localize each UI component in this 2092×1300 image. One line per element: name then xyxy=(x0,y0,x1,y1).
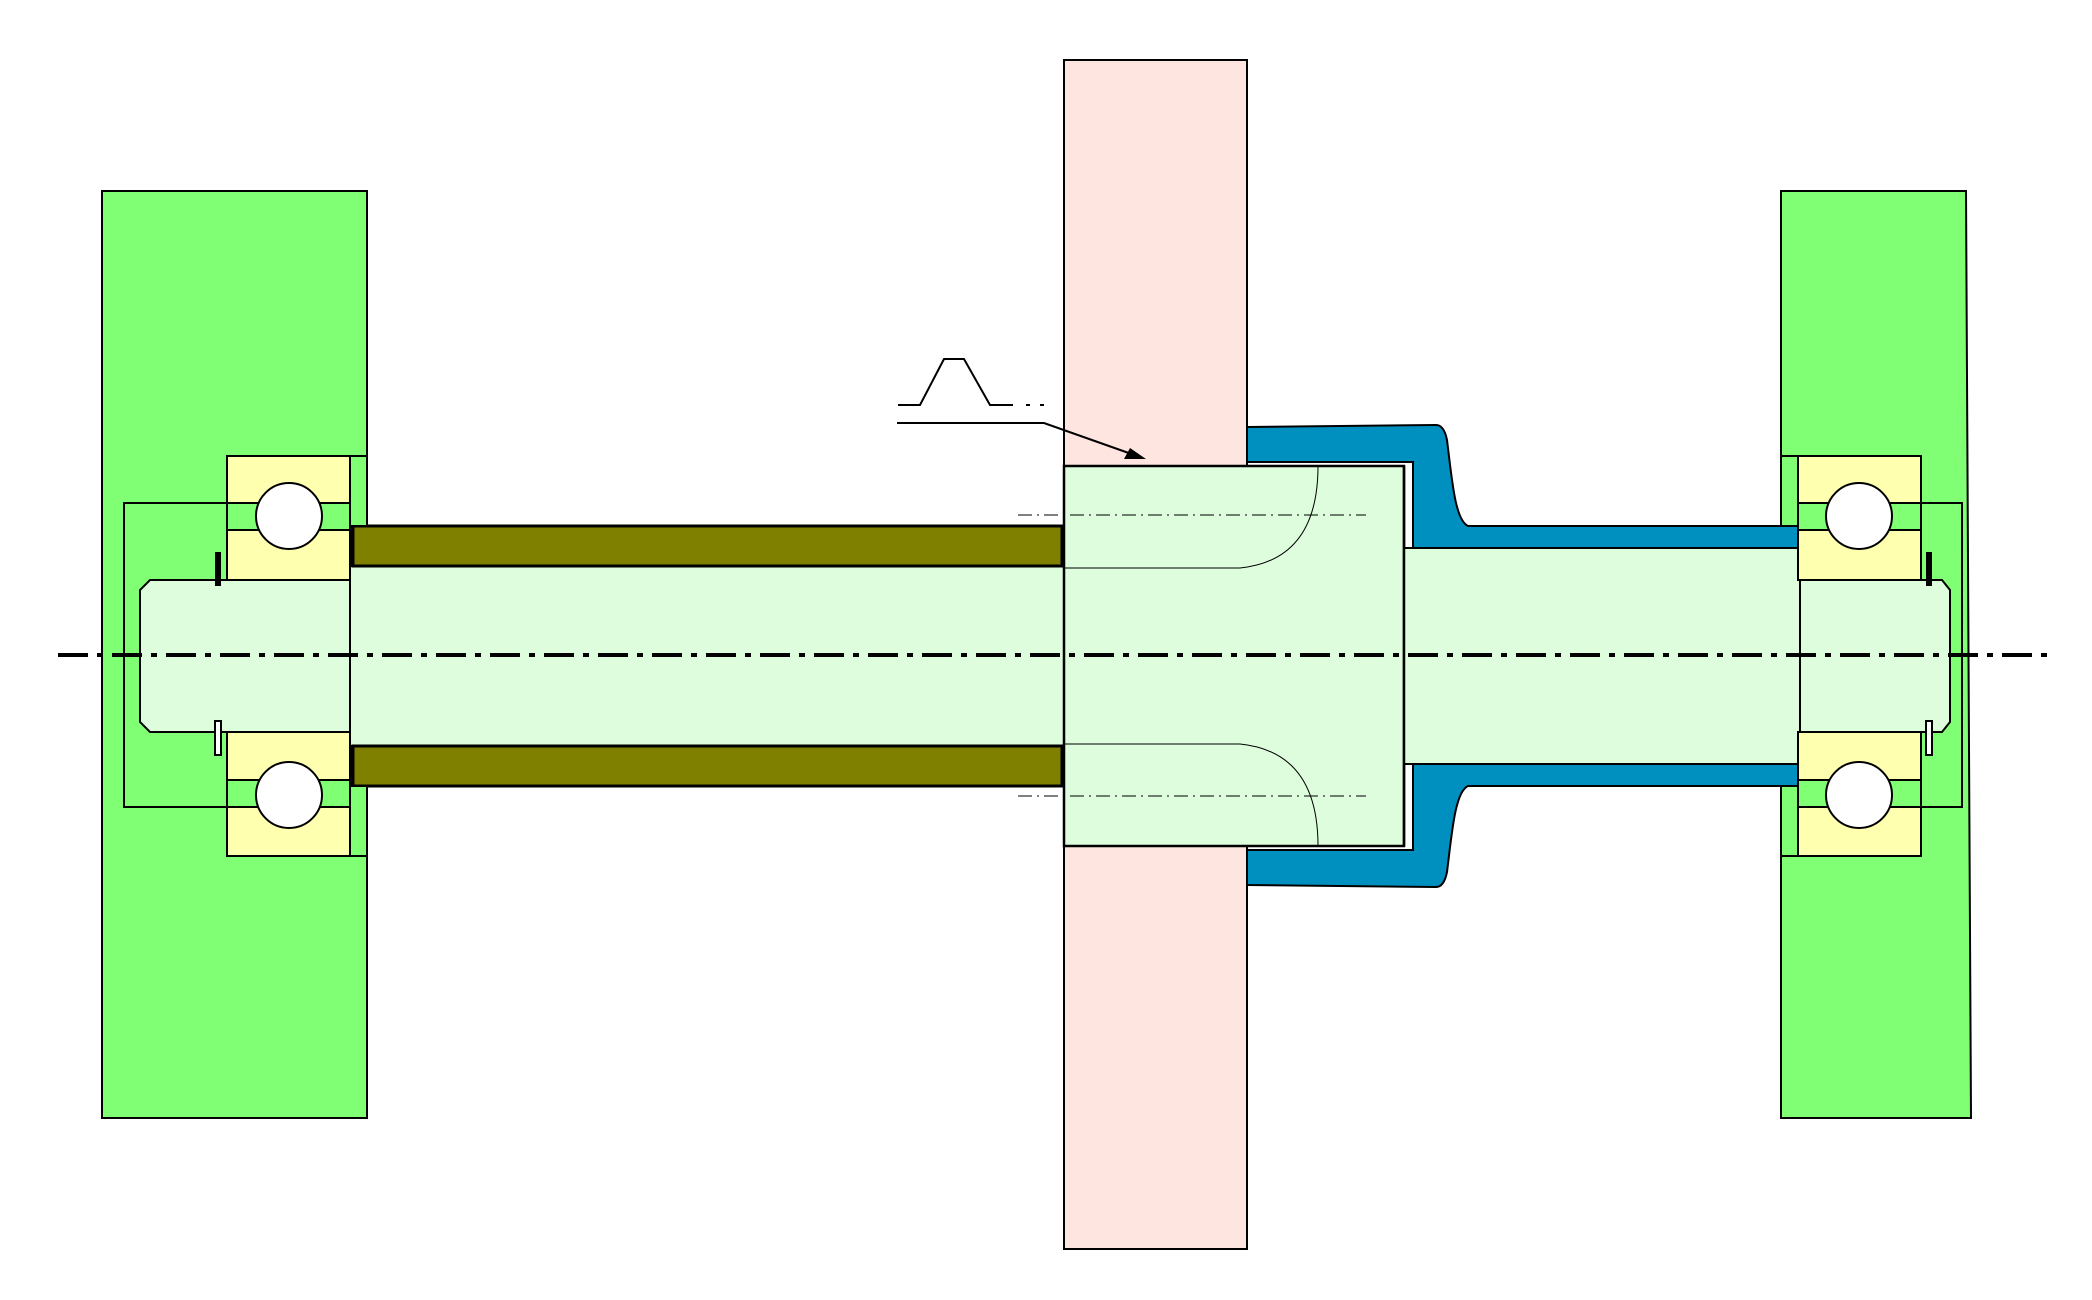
upper-spacer-sleeve xyxy=(351,524,1064,568)
upper-keyway-arc xyxy=(1064,465,1319,569)
leader-arrow-icon xyxy=(1124,448,1146,459)
left-bearing xyxy=(214,455,368,857)
left-bearing-bottom-ball xyxy=(255,761,323,829)
left-bearing-top-shoulder xyxy=(349,455,368,527)
left-retaining-ring-top xyxy=(215,552,221,586)
right-bearing-bottom-ball xyxy=(1825,761,1893,829)
left-bearing-top-ball xyxy=(255,482,323,550)
roughness-profile xyxy=(898,358,1013,406)
surface-roughness-symbol-icon xyxy=(897,358,1141,458)
lower-spacer-sleeve xyxy=(351,744,1064,788)
right-bearing-top-shoulder xyxy=(1780,455,1799,527)
left-bearing-bottom-shoulder xyxy=(349,785,368,857)
right-bearing xyxy=(1780,455,1933,857)
leader-line xyxy=(897,422,1141,458)
right-retaining-ring-bottom xyxy=(1925,720,1933,756)
shaft-right-end xyxy=(1799,579,1951,733)
lower-keyway-arc xyxy=(1064,743,1319,847)
right-bearing-bottom-shoulder xyxy=(1780,785,1799,857)
right-bearing-top-ball xyxy=(1825,482,1893,550)
keyway-hidden-lines xyxy=(1018,465,1366,847)
right-retaining-ring-top xyxy=(1926,552,1932,586)
left-retaining-ring-bottom xyxy=(214,720,222,756)
